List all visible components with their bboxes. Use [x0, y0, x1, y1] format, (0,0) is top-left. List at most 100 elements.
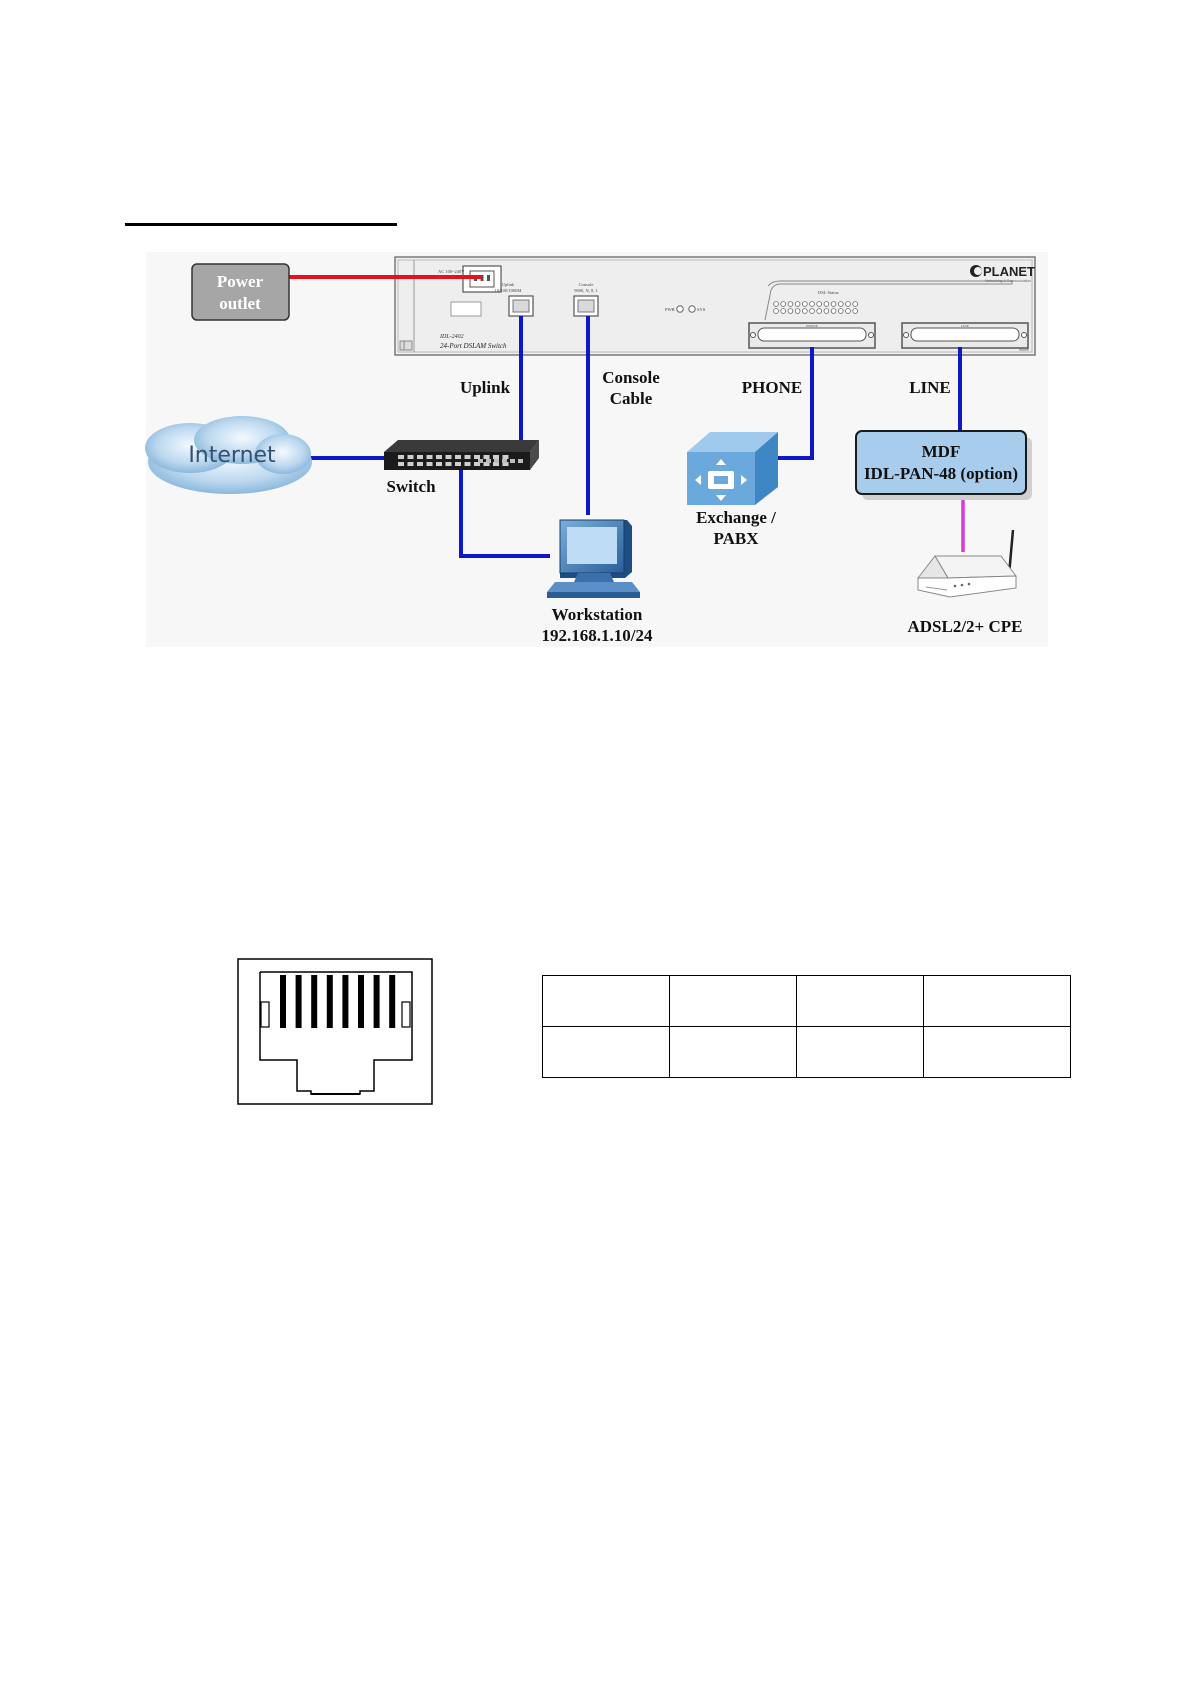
dslam-front-panel: AC 100~240V 50~60Hz Uplink 10/100/1000M …: [394, 256, 1036, 356]
table-cell: [669, 1026, 797, 1078]
switch-port: [445, 462, 452, 466]
dsl-led: [823, 301, 830, 307]
console-label-1: Console: [602, 368, 660, 387]
dsl-led: [780, 308, 786, 314]
power-outlet-label-2: outlet: [219, 294, 261, 313]
dsl-led: [809, 301, 815, 307]
dsl-led: [801, 308, 808, 314]
phone-connector: PHONE: [748, 322, 876, 349]
dsl-led: [837, 301, 844, 307]
switch-port: [483, 455, 490, 459]
dsl-led: [794, 301, 801, 307]
line-port-label: LINE: [961, 324, 969, 328]
brand-name: PLANET: [983, 264, 1035, 279]
table-cell: [923, 975, 1071, 1027]
phone-cable: [778, 347, 814, 460]
uplink-label: Uplink: [460, 378, 511, 397]
dsl-led: [794, 308, 801, 314]
dsl-led: [787, 301, 794, 307]
switch-port: [486, 459, 491, 463]
rj45-pin: [358, 975, 364, 1028]
mdf-label-1: MDF: [922, 442, 961, 461]
section-heading-underline: [125, 223, 397, 226]
device-model: IDL-2402: [439, 333, 464, 340]
switch-port: [426, 455, 433, 459]
table-row: [542, 1026, 1071, 1078]
internet-cloud: Internet: [145, 416, 312, 494]
table-cell: [542, 1026, 670, 1078]
dsl-led: [773, 301, 779, 307]
line-label: LINE: [909, 378, 951, 397]
switch-port: [398, 462, 404, 466]
table-cell: [796, 1026, 924, 1078]
console-label-2: Cable: [610, 389, 653, 408]
rj45-pins: [280, 975, 396, 1028]
pin-assignment-table: [542, 975, 1071, 1078]
dsl-led: [837, 308, 844, 314]
switch-port: [417, 462, 423, 466]
workstation-icon: [547, 519, 640, 598]
dsl-status-label: DSL Status: [818, 290, 839, 295]
switch-port: [436, 462, 442, 466]
switch-port: [502, 455, 509, 459]
phone-port-label: PHONE: [806, 324, 818, 328]
uplink-port-label-2: 10/100/1000M: [495, 288, 522, 293]
phone-label: PHONE: [742, 378, 802, 397]
switch-port: [455, 462, 461, 466]
switch-port: [426, 462, 433, 466]
switch-port: [502, 459, 507, 463]
table-row: [542, 975, 1071, 1027]
rj45-pin: [311, 975, 318, 1028]
rj45-pin: [295, 975, 302, 1028]
power-outlet-label-1: Power: [217, 272, 264, 291]
switch-port: [493, 455, 499, 459]
switch-label: Switch: [386, 477, 436, 496]
dsl-led: [809, 308, 815, 314]
dsl-led: [830, 301, 837, 307]
ac-label-1: AC 100~240V: [438, 269, 465, 274]
switch-port: [417, 455, 423, 459]
switch-port: [464, 462, 471, 466]
rj45-pin: [342, 975, 349, 1028]
dsl-led: [801, 301, 808, 307]
line-connector: LINE: [901, 322, 1029, 349]
switch-port: [398, 455, 404, 459]
switch-port: [407, 455, 414, 459]
exchange-label-1: Exchange /: [696, 508, 776, 527]
switch-port: [436, 455, 442, 459]
switch-port: [445, 455, 452, 459]
console-port-label-2: 9600, N, 8, 1: [574, 288, 598, 294]
rj45-pin: [373, 975, 380, 1028]
table-cell: [542, 975, 670, 1027]
table-cell: [669, 975, 797, 1027]
dsl-led: [816, 308, 822, 314]
dsl-status-leds: [773, 301, 858, 314]
dsl-led: [852, 308, 858, 314]
switch-port: [455, 455, 461, 459]
dsl-led: [852, 301, 858, 307]
switch-port: [510, 459, 515, 463]
cpe-label: ADSL2/2+ CPE: [907, 617, 1022, 636]
switch-port: [464, 455, 471, 459]
adsl-cpe-icon: [916, 529, 1017, 598]
switch-port: [518, 459, 523, 463]
switch-port: [494, 459, 499, 463]
led-label-sys: SYS: [697, 307, 706, 312]
switch-port: [502, 462, 509, 466]
table-cell: [796, 975, 924, 1027]
workstation-label-1: Workstation: [552, 605, 643, 624]
switch-port: [493, 462, 499, 466]
dsl-led: [773, 308, 779, 314]
switch-ports: [398, 455, 523, 466]
mdf-box: MDF IDL-PAN-48 (option): [855, 430, 1032, 500]
switch-port: [474, 455, 480, 459]
switch-port: [483, 462, 490, 466]
uplink-port-label-1: Uplink: [502, 282, 515, 287]
brand-tagline: Networking & Communication: [985, 279, 1031, 283]
dsl-led: [816, 301, 822, 307]
exchange-pabx-icon: [687, 432, 778, 505]
table-cell: [923, 1026, 1071, 1078]
rj45-pin: [326, 975, 333, 1028]
dsl-led: [845, 301, 851, 307]
dsl-led: [830, 308, 837, 314]
